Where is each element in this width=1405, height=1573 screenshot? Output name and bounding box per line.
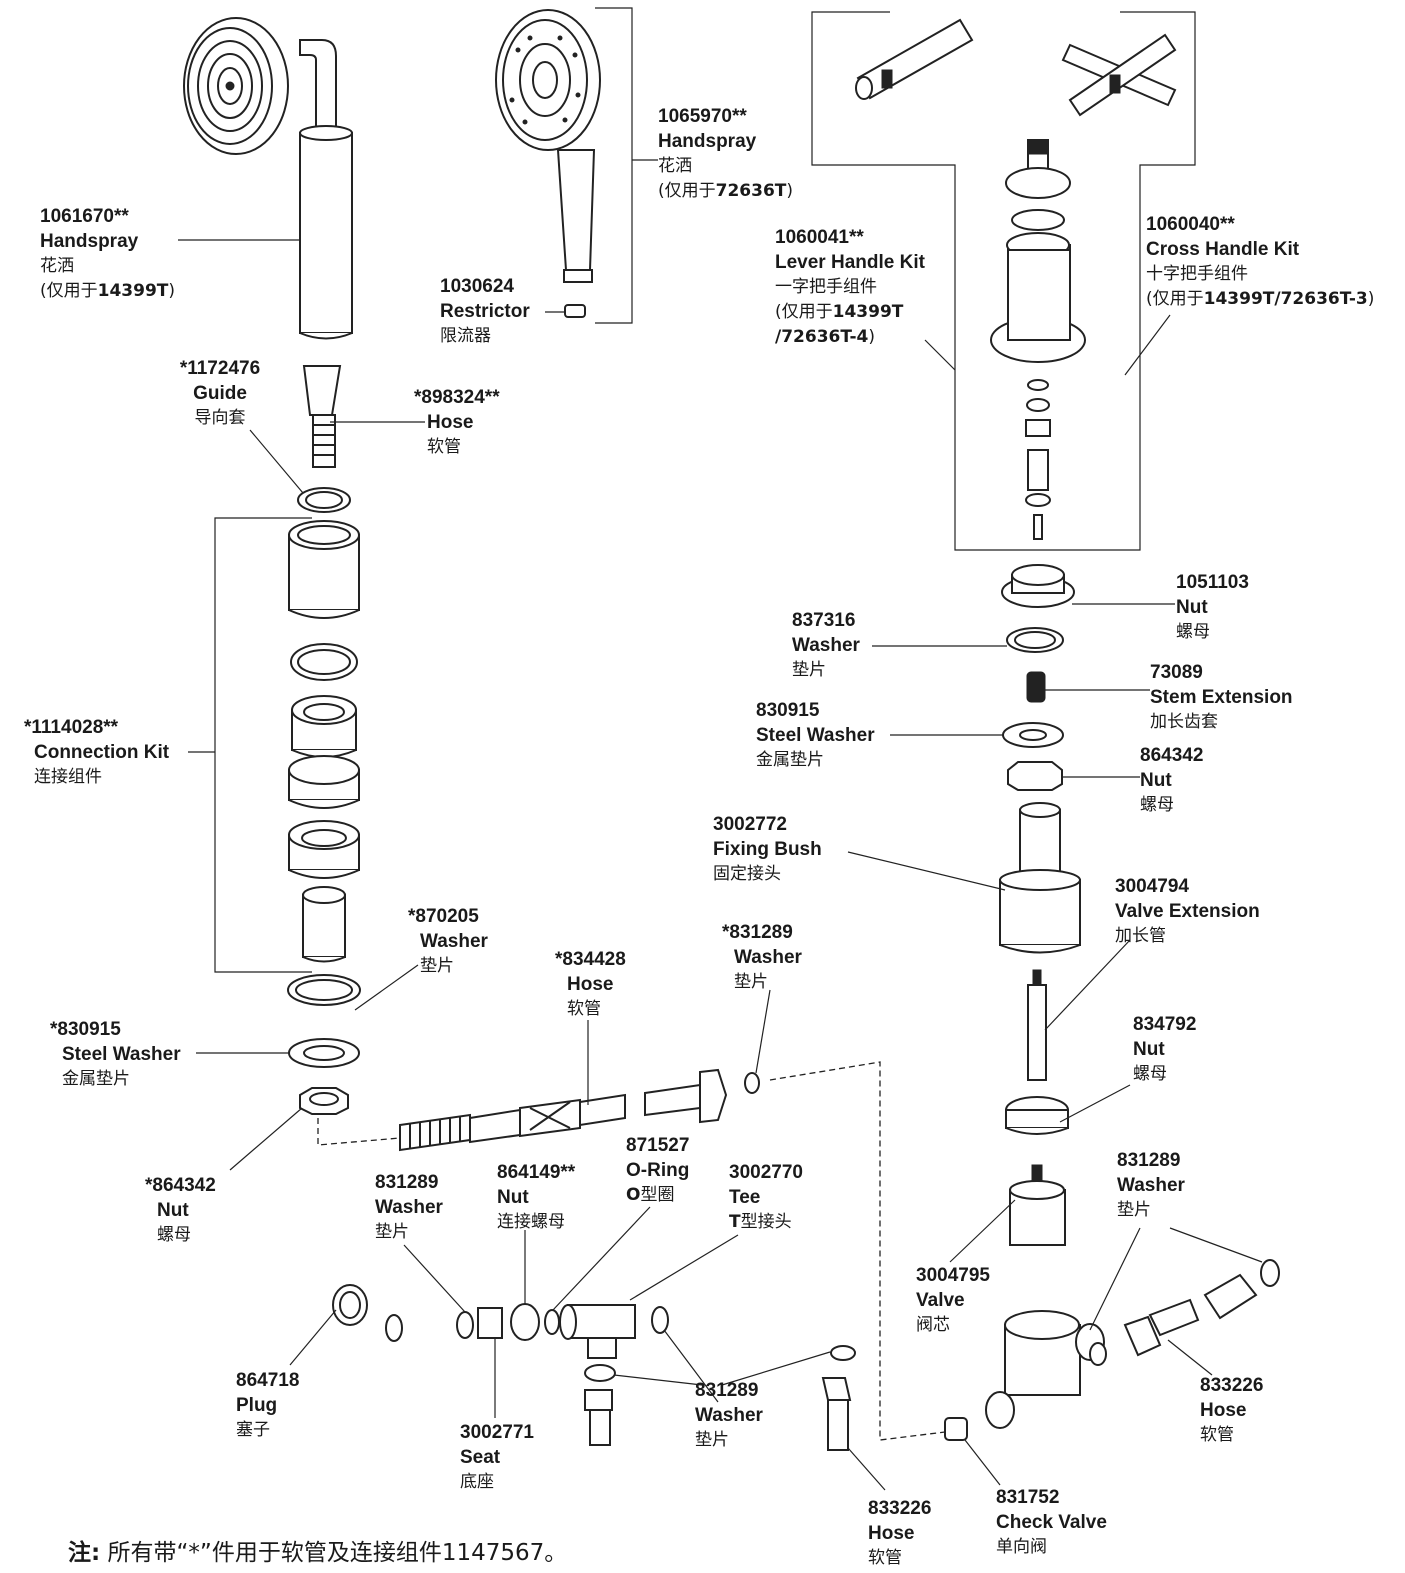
label-washer-831289-tee-left: 831289 Washer 垫片	[375, 1172, 443, 1242]
label-nut-864149: 864149** Nut 连接螺母	[497, 1162, 576, 1232]
tee-assembly-drawing	[332, 1284, 856, 1451]
footnote-label: 注:	[68, 1540, 101, 1566]
label-nut-864342-right: 864342 Nut 螺母	[1140, 745, 1204, 815]
label-check-valve-831752: 831752 Check Valve 单向阀	[996, 1487, 1107, 1557]
handspray-1065970-drawing	[495, 7, 633, 324]
connection-kit-drawing	[214, 365, 361, 1115]
footnote-text: 所有带“*”件用于软管及连接组件1147567。	[107, 1540, 568, 1566]
label-cross-handle-kit-1060040: 1060040** Cross Handle Kit 十字把手组件 (仅用于14…	[1146, 214, 1375, 309]
label-seat-3002771: 3002771 Seat 底座	[460, 1422, 534, 1492]
label-lever-handle-kit-1060041: 1060041** Lever Handle Kit 一字把手组件 (仅用于14…	[775, 227, 925, 347]
label-steel-washer-830915-top: 830915 Steel Washer 金属垫片	[756, 700, 875, 770]
label-connection-kit-1114028: *1114028** Connection Kit 连接组件	[24, 717, 170, 787]
label-hose-833226-right: 833226 Hose 软管	[1200, 1375, 1264, 1445]
label-hose-898324: *898324** Hose 软管	[414, 387, 500, 457]
label-valve-extension-3004794: 3004794 Valve Extension 加长管	[1115, 876, 1260, 946]
label-washer-837316: 837316 Washer 垫片	[792, 610, 860, 680]
label-hose-833226-bottom: 833226 Hose 软管	[868, 1498, 932, 1568]
label-restrictor-1030624: 1030624 Restrictor 限流器	[440, 276, 530, 346]
label-o-ring-871527: 871527 O-Ring O型圈	[626, 1135, 690, 1205]
label-nut-864342-left: *864342 Nut 螺母	[145, 1175, 216, 1245]
label-fixing-bush-3002772: 3002772 Fixing Bush 固定接头	[713, 814, 822, 884]
label-nut-834792: 834792 Nut 螺母	[1133, 1014, 1197, 1084]
label-washer-831289-valve: 831289 Washer 垫片	[1117, 1150, 1185, 1220]
label-guide-1172476: *1172476 Guide 导向套	[179, 358, 261, 428]
hose-834428-drawing	[317, 1061, 946, 1441]
label-valve-3004795: 3004795 Valve 阀芯	[916, 1265, 990, 1335]
footnote: 注: 所有带“*”件用于软管及连接组件1147567。	[68, 1533, 567, 1567]
label-tee-3002770: 3002770 Tee T型接头	[729, 1162, 803, 1232]
handspray-1061670-drawing	[183, 17, 353, 340]
label-washer-831289-tee-bottom: 831289 Washer 垫片	[695, 1380, 763, 1450]
label-nut-1051103: 1051103 Nut 螺母	[1176, 572, 1249, 642]
label-stem-extension-73089: 73089 Stem Extension 加长齿套	[1150, 662, 1293, 732]
label-handspray-1061670: 1061670** Handspray 花洒 (仅用于14399T)	[40, 206, 176, 301]
label-washer-831289-hose: *831289 Washer 垫片	[722, 922, 802, 992]
label-hose-834428: *834428 Hose 软管	[555, 949, 626, 1019]
label-washer-870205: *870205 Washer 垫片	[408, 906, 488, 976]
leader-lines	[178, 159, 1263, 1491]
label-plug-864718: 864718 Plug 塞子	[236, 1370, 300, 1440]
valve-assembly-drawing	[944, 564, 1280, 1441]
handle-kits-drawing	[811, 11, 1196, 551]
label-steel-washer-830915-left: *830915 Steel Washer 金属垫片	[50, 1019, 181, 1089]
label-handspray-1065970: 1065970** Handspray 花洒 (仅用于72636T)	[658, 106, 794, 201]
